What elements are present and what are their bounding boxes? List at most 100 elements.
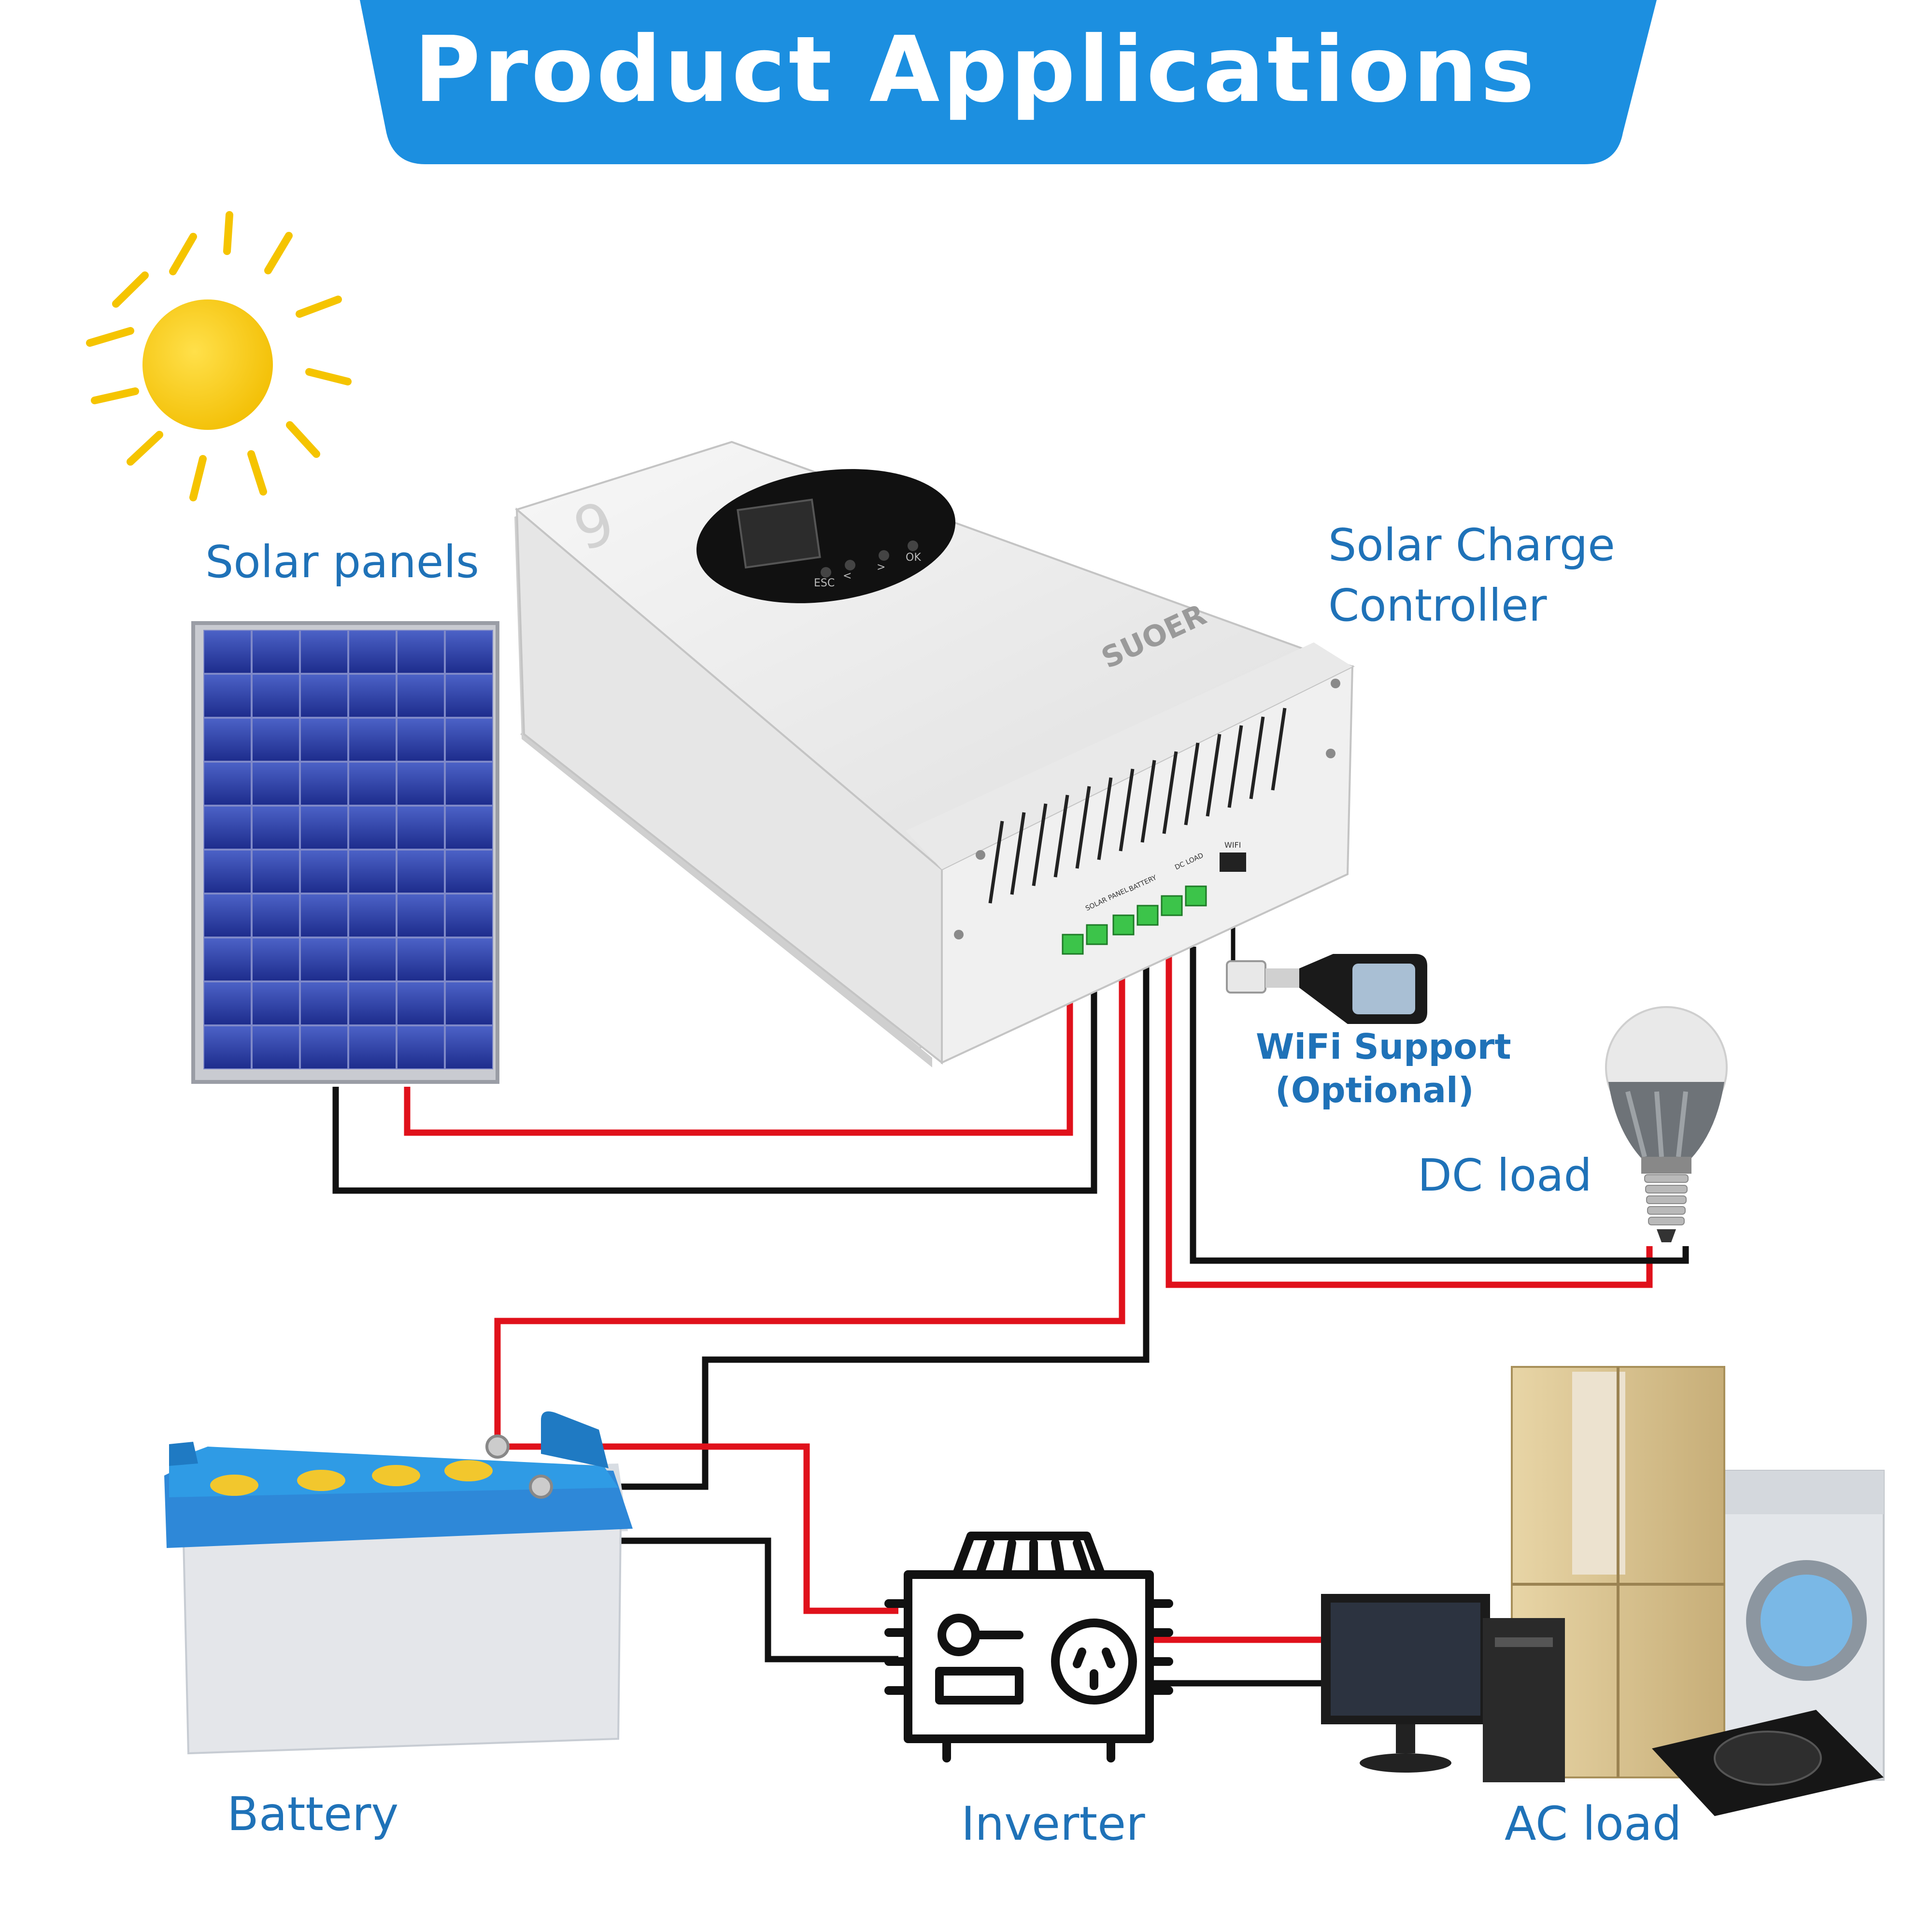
solar-cell bbox=[252, 981, 300, 1025]
solar-cell bbox=[397, 630, 445, 674]
solar-panel-icon bbox=[191, 621, 499, 1084]
solar-cell bbox=[203, 850, 252, 894]
wifi-label-line2: (Optional) bbox=[1275, 1070, 1474, 1110]
vent-slat bbox=[1053, 795, 1069, 878]
vent-slat bbox=[1032, 803, 1048, 886]
solar-cell bbox=[252, 850, 300, 894]
solar-cell bbox=[445, 1025, 493, 1069]
solar-cell bbox=[397, 938, 445, 981]
solar-cell bbox=[445, 938, 493, 981]
solar-cell bbox=[348, 718, 397, 762]
vent-slat bbox=[1249, 716, 1265, 799]
controller-label-line2: Controller bbox=[1328, 580, 1547, 631]
vent-slat bbox=[1184, 742, 1200, 825]
solar-cell bbox=[348, 630, 397, 674]
solar-cell bbox=[203, 630, 252, 674]
solar-cell bbox=[445, 718, 493, 762]
solar-cell bbox=[445, 981, 493, 1025]
controller-button-esc: ESC bbox=[814, 577, 835, 589]
solar-cell bbox=[397, 718, 445, 762]
solar-cell bbox=[445, 850, 493, 894]
vent-slat bbox=[1010, 812, 1026, 895]
vent-slat bbox=[1227, 725, 1243, 808]
solar-cell bbox=[203, 894, 252, 938]
solar-cell bbox=[397, 806, 445, 850]
solar-cell bbox=[300, 674, 348, 718]
solar-cell bbox=[252, 1025, 300, 1069]
bulb-thread bbox=[1647, 1206, 1686, 1215]
solar-cell bbox=[348, 850, 397, 894]
solar-cell bbox=[397, 981, 445, 1025]
solar-cell bbox=[348, 762, 397, 806]
solar-cell bbox=[203, 1025, 252, 1069]
solar-cell bbox=[300, 762, 348, 806]
appliances-icon bbox=[1321, 1366, 1885, 1816]
solar-cell bbox=[252, 674, 300, 718]
solar-cell bbox=[203, 718, 252, 762]
solar-cell bbox=[348, 938, 397, 981]
vent-slat bbox=[1271, 708, 1287, 791]
solar-cell bbox=[348, 674, 397, 718]
solar-cell bbox=[397, 762, 445, 806]
solar-cell bbox=[252, 938, 300, 981]
solar-cell bbox=[348, 806, 397, 850]
terminal-block bbox=[1136, 905, 1159, 926]
terminal-block bbox=[1062, 934, 1084, 955]
solar-cell bbox=[203, 762, 252, 806]
vent-slat bbox=[1162, 751, 1178, 834]
solar-cell bbox=[397, 674, 445, 718]
solar-cell bbox=[348, 981, 397, 1025]
page-title: Product Applications bbox=[414, 17, 1537, 123]
solar-cell bbox=[445, 674, 493, 718]
solar-cell bbox=[348, 894, 397, 938]
battery-negative-wire bbox=[541, 947, 1150, 1490]
vent-slat bbox=[1097, 777, 1113, 860]
terminal-block bbox=[1112, 914, 1135, 936]
sun-icon bbox=[86, 211, 352, 501]
vent-slat bbox=[1206, 734, 1222, 817]
solar-cell bbox=[348, 1025, 397, 1069]
terminal-block bbox=[1086, 924, 1108, 945]
solar-cell bbox=[445, 894, 493, 938]
vent-slat bbox=[1075, 786, 1091, 869]
dc-load-positive-wire bbox=[1165, 947, 1653, 1288]
solar-cell bbox=[203, 674, 252, 718]
solar-cell bbox=[445, 806, 493, 850]
solar-cell bbox=[252, 718, 300, 762]
solar-cell bbox=[300, 718, 348, 762]
solar-cell bbox=[203, 806, 252, 850]
solar-cell bbox=[397, 850, 445, 894]
solar-cell bbox=[300, 981, 348, 1025]
solar-cell bbox=[252, 762, 300, 806]
title-banner bbox=[360, 0, 1657, 164]
vent-slat bbox=[1119, 768, 1135, 852]
solar-cell bbox=[300, 806, 348, 850]
inverter-label: Inverter bbox=[961, 1797, 1145, 1851]
battery-label: Battery bbox=[227, 1787, 399, 1841]
vent-slat bbox=[988, 821, 1004, 904]
vent-slat bbox=[1140, 760, 1156, 843]
solar-negative-wire bbox=[332, 947, 1097, 1194]
bulb-thread bbox=[1644, 1174, 1689, 1183]
solar-cell bbox=[252, 630, 300, 674]
battery-positive-wire bbox=[494, 947, 1125, 1439]
solar-cell bbox=[300, 1025, 348, 1069]
bulb-thread bbox=[1646, 1195, 1687, 1204]
solar-cell bbox=[300, 850, 348, 894]
terminal-block bbox=[1185, 885, 1207, 907]
battery-icon bbox=[164, 1411, 633, 1755]
ac-load-label: AC load bbox=[1505, 1797, 1682, 1851]
solar-cell bbox=[397, 1025, 445, 1069]
solar-cell bbox=[300, 894, 348, 938]
solar-panels-label: Solar panels bbox=[205, 536, 479, 588]
dc-load-negative-wire bbox=[1190, 947, 1689, 1264]
controller-button-right: > bbox=[877, 561, 886, 573]
inverter-positive-wire bbox=[497, 1443, 898, 1614]
controller-label-line1: Solar Charge bbox=[1328, 519, 1615, 571]
wifi-dongle-icon bbox=[1226, 954, 1427, 1024]
wifi-label-line1: WiFi Support bbox=[1256, 1026, 1511, 1067]
wifi-port-label: WIFI bbox=[1224, 840, 1241, 850]
bulb-thread bbox=[1645, 1185, 1688, 1193]
solar-cell bbox=[252, 806, 300, 850]
